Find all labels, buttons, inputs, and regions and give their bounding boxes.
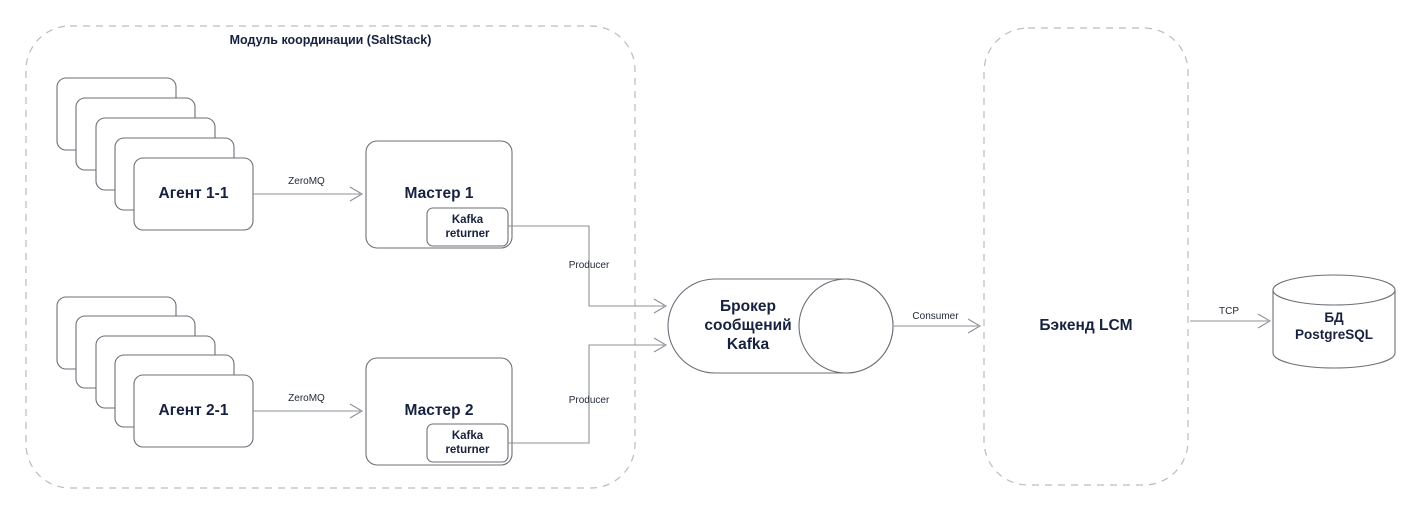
edge-label-producer-2: Producer xyxy=(568,395,610,406)
agent-2-stack-card-front[interactable] xyxy=(133,374,254,448)
edge-kafka-backend xyxy=(893,318,982,334)
edge-agent1-master1 xyxy=(253,186,364,202)
edge-label-zeromq-1: ZeroMQ xyxy=(288,176,325,187)
group-coordination-title: Модуль координации (SaltStack) xyxy=(229,33,432,47)
edge-label-consumer: Consumer xyxy=(912,311,959,322)
edge-returner2-kafka xyxy=(508,337,668,444)
agent-1-stack-card-front[interactable] xyxy=(133,157,254,231)
group-coordination-module xyxy=(25,25,636,489)
edge-label-tcp: TCP xyxy=(1219,306,1239,317)
edge-label-producer-1: Producer xyxy=(568,260,610,271)
kafka-returner-2-box[interactable] xyxy=(426,423,509,463)
kafka-broker-cylinder[interactable] xyxy=(667,278,894,374)
postgres-db-cylinder[interactable] xyxy=(1272,274,1396,369)
agent-2-stack[interactable] xyxy=(56,296,254,448)
group-backend-lcm xyxy=(983,27,1189,486)
edge-label-zeromq-2: ZeroMQ xyxy=(288,393,325,404)
kafka-returner-1-box[interactable] xyxy=(426,207,509,247)
agent-1-stack[interactable] xyxy=(56,77,254,231)
edge-returner1-kafka xyxy=(508,225,668,314)
edge-agent2-master2 xyxy=(253,403,364,419)
edge-backend-db xyxy=(1190,313,1272,329)
